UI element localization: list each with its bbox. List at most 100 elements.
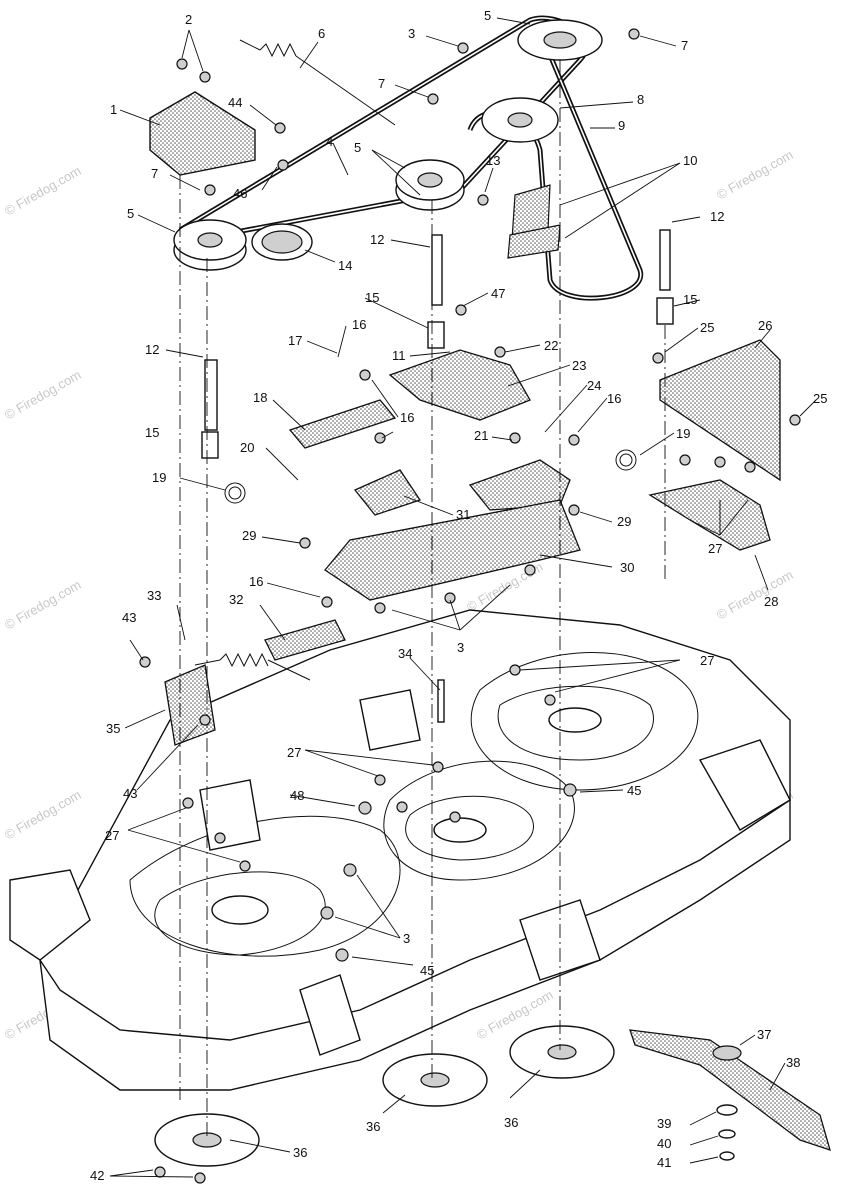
callout-15: 15 — [145, 425, 159, 440]
callout-25: 25 — [813, 391, 827, 406]
callout-leaders — [109, 17, 817, 1178]
callout-46: 46 — [233, 186, 247, 201]
callout-42: 42 — [90, 1168, 104, 1183]
callout-43: 43 — [123, 786, 137, 801]
deck-stiffener-30 — [324, 499, 581, 601]
callout-27: 27 — [287, 745, 301, 760]
watermark: © Firedog.com — [2, 163, 84, 219]
watermark: © Firedog.com — [714, 147, 796, 203]
deck-belt — [467, 54, 644, 301]
callout-7: 7 — [151, 166, 158, 181]
callout-22: 22 — [544, 338, 558, 353]
callout-35: 35 — [106, 721, 120, 736]
callout-28: 28 — [764, 594, 778, 609]
callout-3: 3 — [457, 640, 464, 655]
bracket-32 — [264, 619, 346, 661]
callout-29: 29 — [242, 528, 256, 543]
spring-32 — [194, 652, 311, 681]
callout-16: 16 — [249, 574, 263, 589]
callout-2: 2 — [185, 12, 192, 27]
mower-deck — [9, 609, 791, 1091]
torsion-spring-19-right — [615, 449, 637, 471]
callout-9: 9 — [618, 118, 625, 133]
callout-3: 3 — [403, 931, 410, 946]
blade-adapter-left — [154, 1113, 260, 1167]
callout-26: 26 — [758, 318, 772, 333]
callout-5: 5 — [354, 140, 361, 155]
callout-37: 37 — [757, 1027, 771, 1042]
callout-41: 41 — [657, 1155, 671, 1170]
callout-16: 16 — [352, 317, 366, 332]
spindle-bolt-right — [656, 229, 674, 325]
callout-36: 36 — [366, 1119, 380, 1134]
callout-36: 36 — [504, 1115, 518, 1130]
bracket-31 — [353, 469, 422, 516]
callout-47: 47 — [491, 286, 505, 301]
callout-27: 27 — [708, 541, 722, 556]
plates-10 — [507, 184, 561, 259]
callout-43: 43 — [122, 610, 136, 625]
callout-44: 44 — [228, 95, 242, 110]
callout-45: 45 — [420, 963, 434, 978]
callout-29: 29 — [617, 514, 631, 529]
left-spindle-pulley — [173, 219, 247, 271]
idler-bracket-18 — [288, 399, 397, 449]
callout-13: 13 — [486, 153, 500, 168]
hardware-group — [139, 28, 801, 1184]
idler-pulley-8 — [481, 97, 559, 143]
shield-28 — [648, 479, 771, 551]
spring-6 — [239, 39, 396, 126]
callout-36: 36 — [293, 1145, 307, 1160]
watermark: © Firedog.com — [2, 787, 84, 843]
callout-18: 18 — [253, 390, 267, 405]
callout-6: 6 — [318, 26, 325, 41]
callout-16: 16 — [400, 410, 414, 425]
watermark: © Firedog.com — [2, 577, 84, 633]
callout-4: 4 — [326, 134, 333, 149]
callout-45: 45 — [627, 783, 641, 798]
callout-31: 31 — [456, 507, 470, 522]
watermark: © Firedog.com — [2, 367, 84, 423]
blade-adapter-center — [382, 1053, 488, 1107]
callout-8: 8 — [637, 92, 644, 107]
engine-pulley — [517, 19, 603, 61]
callout-23: 23 — [572, 358, 586, 373]
callout-39: 39 — [657, 1116, 671, 1131]
callout-5: 5 — [484, 8, 491, 23]
callout-10: 10 — [683, 153, 697, 168]
callout-34: 34 — [398, 646, 412, 661]
callout-21: 21 — [474, 428, 488, 443]
callout-1: 1 — [110, 102, 117, 117]
belt-guard — [149, 91, 256, 176]
callout-7: 7 — [378, 76, 385, 91]
torsion-spring-19-left — [224, 482, 246, 504]
callout-14: 14 — [338, 258, 352, 273]
callout-32: 32 — [229, 592, 243, 607]
callout-19: 19 — [676, 426, 690, 441]
callout-12: 12 — [145, 342, 159, 357]
callout-38: 38 — [786, 1055, 800, 1070]
callout-15: 15 — [683, 292, 697, 307]
double-pulley-5 — [395, 159, 465, 211]
callout-33: 33 — [147, 588, 161, 603]
spindle-bolt-left — [201, 359, 219, 459]
callout-12: 12 — [370, 232, 384, 247]
callout-7: 7 — [681, 38, 688, 53]
callout-11: 11 — [392, 348, 406, 363]
callout-16: 16 — [607, 391, 621, 406]
shield-26 — [659, 339, 781, 482]
callout-20: 20 — [240, 440, 254, 455]
callout-17: 17 — [288, 333, 302, 348]
callout-25: 25 — [700, 320, 714, 335]
assembly-center-lines — [179, 60, 666, 1140]
callout-labels: 2 1 3 5 7 7 6 8 9 44 4 5 10 13 7 5 46 12… — [90, 8, 827, 1183]
mower-blade — [629, 1029, 831, 1161]
callout-12: 12 — [710, 209, 724, 224]
callout-15: 15 — [365, 290, 379, 305]
callout-19: 19 — [152, 470, 166, 485]
spindle-bolt-center — [427, 234, 445, 349]
callout-27: 27 — [700, 653, 714, 668]
callout-5: 5 — [127, 206, 134, 221]
blade-adapter-right — [509, 1025, 615, 1079]
